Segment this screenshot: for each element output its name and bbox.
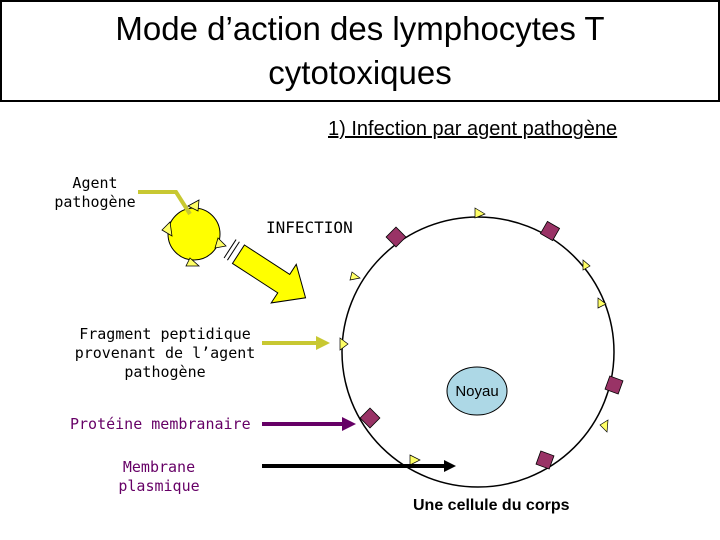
peptide-fragment xyxy=(409,454,421,466)
cell-membrane xyxy=(341,216,615,488)
label-membrane-line2: plasmique xyxy=(118,477,200,495)
pathogen-antigen-right xyxy=(214,237,227,249)
label-noyau: Noyau xyxy=(455,383,499,400)
membrane-protein xyxy=(539,220,561,242)
protein-arrow-head xyxy=(342,417,356,431)
label-fragment-line1: Fragment peptidique xyxy=(79,325,251,343)
peptide-fragment xyxy=(599,419,609,433)
label-cellule: Une cellule du corps xyxy=(413,497,570,514)
label-infection: INFECTION xyxy=(266,218,353,237)
peptide-fragment xyxy=(349,271,361,281)
peptide-fragment xyxy=(597,297,607,309)
subtitle: 1) Infection par agent pathogène xyxy=(328,118,618,140)
title-box: Mode d’action des lymphocytes T cytotoxi… xyxy=(0,0,720,102)
membrane-protein xyxy=(359,407,381,429)
label-fragment: Fragment peptidique provenant de l’agent… xyxy=(70,325,260,382)
label-agent-line2: pathogène xyxy=(54,193,136,211)
label-fragment-line2: provenant de l’agent xyxy=(74,344,256,362)
pathogen-antigen-bottom xyxy=(185,257,201,267)
infection-arrow xyxy=(223,239,307,304)
peptide-fragment xyxy=(474,207,486,219)
membrane-protein xyxy=(535,450,555,470)
label-fragment-line3: pathogène xyxy=(124,363,206,381)
label-proteine-membranaire: Protéine membranaire xyxy=(70,415,251,433)
membrane-protein xyxy=(604,375,624,395)
label-agent-line1: Agent xyxy=(72,174,118,192)
label-membrane-line1: Membrane xyxy=(122,458,196,476)
page-title-line2: cytotoxiques xyxy=(268,54,452,91)
peptide-fragment xyxy=(339,337,349,351)
nucleus xyxy=(446,366,508,416)
label-agent-pathogene: Agent pathogène xyxy=(40,174,150,212)
fragment-arrow-head xyxy=(316,336,330,350)
page-title-line1: Mode d’action des lymphocytes T xyxy=(115,10,605,47)
label-membrane-plasmique: Membrane plasmique xyxy=(104,458,214,496)
peptide-fragment xyxy=(582,259,591,271)
agent-pointer-line xyxy=(138,190,192,216)
pathogen xyxy=(167,207,221,261)
membrane-arrow-head xyxy=(444,460,456,472)
pathogen-antigen-left xyxy=(161,221,173,237)
pathogen-antigen-top xyxy=(187,199,200,212)
membrane-protein xyxy=(385,226,407,248)
